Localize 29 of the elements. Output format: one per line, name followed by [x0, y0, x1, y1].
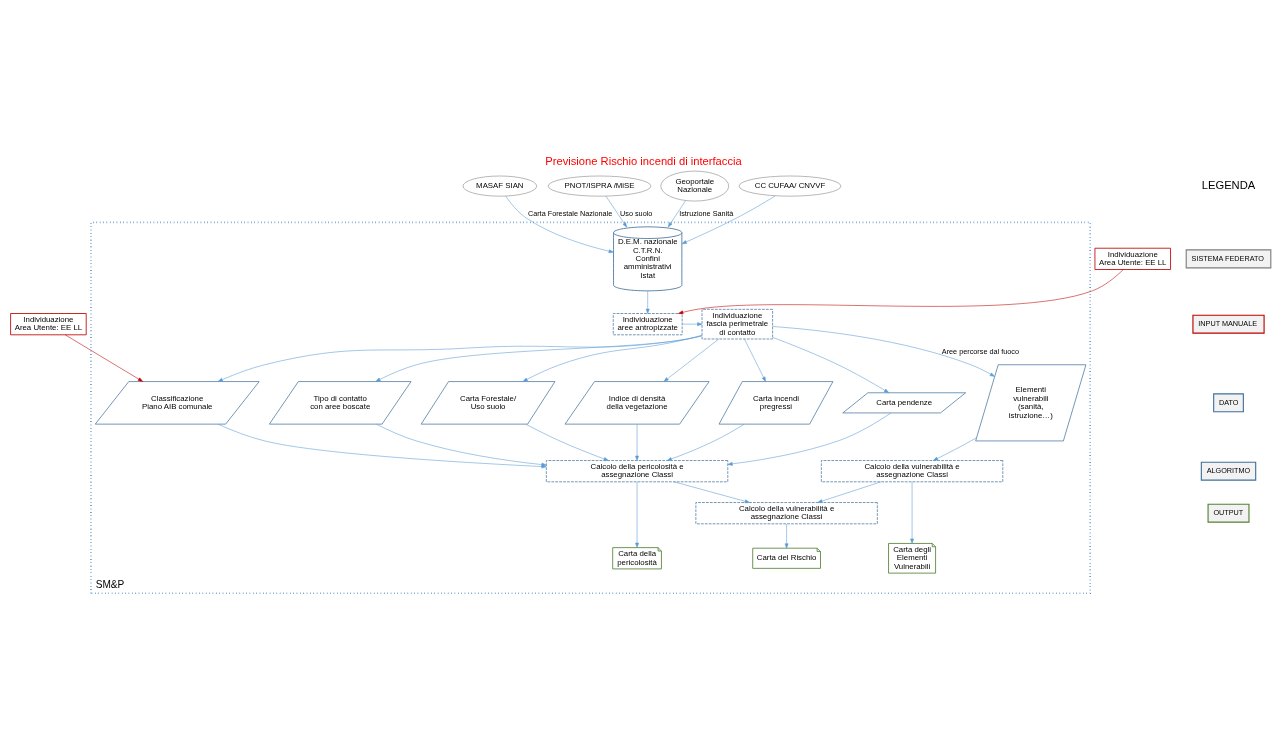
- arrow: [817, 481, 882, 503]
- arrow: [666, 423, 745, 461]
- arrow: [933, 436, 977, 461]
- arrow: [64, 334, 143, 382]
- arrow: [375, 335, 703, 382]
- arrow: [525, 423, 609, 461]
- arrow: [772, 325, 995, 377]
- arrow: [772, 336, 890, 393]
- arrow: [635, 423, 639, 461]
- arrow: [784, 523, 789, 548]
- arrow: [505, 195, 614, 253]
- arrow: [217, 423, 547, 468]
- arrow: [727, 412, 892, 466]
- arrow: [522, 334, 703, 382]
- arrow: [673, 481, 750, 503]
- arrow: [910, 481, 914, 544]
- label: LEGENDA: [1201, 178, 1256, 191]
- arrow: [681, 195, 776, 244]
- diagram-title: Previsione Rischio incendi di interfaccia: [545, 154, 742, 167]
- arrow: [744, 338, 766, 382]
- arrow: [217, 335, 703, 382]
- arrow: [663, 338, 719, 382]
- arrow: [681, 321, 703, 326]
- arrow: [668, 199, 686, 227]
- arrow: [678, 268, 1124, 314]
- arrow: [645, 290, 650, 314]
- arrow: [635, 481, 639, 548]
- arrow: [376, 423, 547, 466]
- arrow: [605, 195, 628, 227]
